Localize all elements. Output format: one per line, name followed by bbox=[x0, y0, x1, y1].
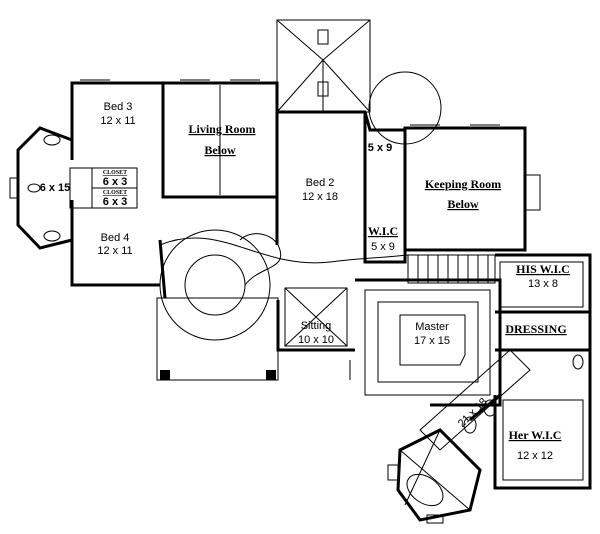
left-bath: 6 x 15 bbox=[9, 126, 93, 250]
living-name: Living Room bbox=[188, 122, 255, 136]
keeping-name: Keeping Room bbox=[425, 177, 501, 191]
balcony bbox=[156, 297, 279, 381]
bed4-size: 12 x 11 bbox=[97, 245, 132, 257]
dressing-name: DRESSING bbox=[505, 322, 566, 336]
bath-left-size: 6 x 15 bbox=[40, 182, 71, 194]
bed3-name: Bed 3 bbox=[104, 101, 133, 113]
her-wic-size: 12 x 12 bbox=[517, 450, 553, 462]
living-note: Below bbox=[204, 143, 236, 157]
closet1-size: 6 x 3 bbox=[103, 176, 127, 188]
bed2-size: 12 x 18 bbox=[302, 191, 338, 203]
bed2-name: Bed 2 bbox=[306, 177, 335, 189]
master-name: Master bbox=[415, 321, 449, 333]
bed3-size: 12 x 11 bbox=[100, 115, 135, 127]
her-wic-inner bbox=[502, 399, 584, 481]
bath2-size: 5 x 9 bbox=[368, 142, 392, 154]
master-bath bbox=[387, 349, 531, 524]
his-wic-size: 13 x 8 bbox=[528, 278, 558, 290]
her-wic-name: Her W.I.C bbox=[509, 428, 562, 442]
sitting-room bbox=[284, 287, 348, 347]
bay-window bbox=[524, 174, 541, 211]
windows bbox=[80, 79, 591, 381]
closets: CLOSET 6 x 3 CLOSET 6 x 3 bbox=[91, 167, 138, 209]
keeping-note: Below bbox=[447, 197, 479, 211]
wic2-name: W.I.C bbox=[368, 224, 398, 238]
his-wic-inner bbox=[499, 261, 584, 308]
hallway bbox=[159, 237, 409, 264]
straight-stair bbox=[407, 254, 496, 284]
sitting-size: 10 x 10 bbox=[298, 334, 334, 346]
closet2-name: CLOSET bbox=[103, 190, 127, 196]
closet2-size: 6 x 3 bbox=[103, 196, 127, 208]
spiral-stair bbox=[158, 229, 282, 341]
wic2-size: 5 x 9 bbox=[371, 241, 395, 253]
sitting-name: Sitting bbox=[301, 320, 332, 332]
closet1-name: CLOSET bbox=[103, 170, 127, 176]
toilet-icon bbox=[572, 354, 584, 370]
master-ceiling bbox=[364, 289, 491, 396]
master-size: 17 x 15 bbox=[414, 335, 450, 347]
bed4-name: Bed 4 bbox=[101, 232, 130, 244]
his-wic-name: HIS W.I.C bbox=[516, 262, 570, 276]
